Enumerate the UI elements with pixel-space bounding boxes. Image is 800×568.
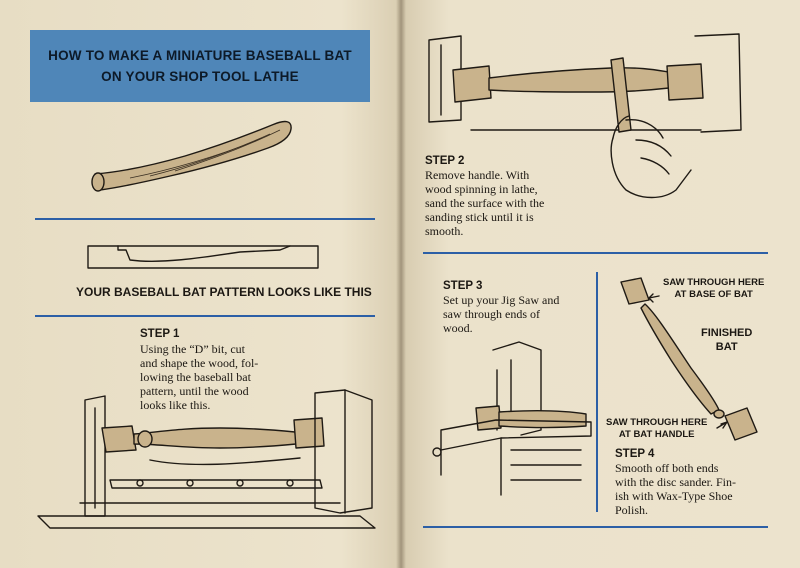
title-line-2: ON YOUR SHOP TOOL LATHE: [101, 69, 299, 84]
jigsaw-illustration: [432, 341, 592, 496]
divider-rule: [35, 315, 375, 317]
lathe-illustration: [37, 389, 376, 529]
saw-label-top: SAW THROUGH HERE AT BASE OF BAT: [663, 277, 765, 300]
pattern-caption: YOUR BASEBALL BAT PATTERN LOOKS LIKE THI…: [76, 285, 372, 299]
step-1-title: STEP 1: [140, 328, 180, 340]
finished-bat-illustration: [620, 277, 758, 441]
divider-rule: [35, 218, 375, 220]
bat-knob: [91, 172, 105, 192]
saw-label-bottom: SAW THROUGH HERE AT BAT HANDLE: [606, 417, 708, 440]
pattern-outline: [87, 245, 319, 269]
bat-illustration: [91, 120, 292, 192]
step-3-text: Set up your Jig Saw and saw through ends…: [443, 293, 560, 335]
step-3-title: STEP 3: [443, 280, 483, 292]
step-4-title: STEP 4: [615, 448, 655, 460]
step-4-text: Smooth off both ends with the disc sande…: [615, 461, 736, 517]
finished-bat-label: FINISHED BAT: [701, 327, 753, 353]
title-line-1: HOW TO MAKE A MINIATURE BASEBALL BAT: [48, 48, 352, 63]
title-banner: HOW TO MAKE A MINIATURE BASEBALL BAT ON …: [30, 30, 370, 102]
divider-rule: [423, 526, 768, 528]
step-2-text: Remove handle. With wood spinning in lat…: [425, 168, 545, 238]
step-1-text: Using the “D” bit, cut and shape the woo…: [140, 342, 259, 412]
book-gutter: [396, 0, 406, 568]
vertical-divider: [596, 272, 598, 512]
left-page: HOW TO MAKE A MINIATURE BASEBALL BAT ON …: [0, 0, 401, 568]
step-2-title: STEP 2: [425, 155, 465, 167]
divider-rule: [423, 252, 768, 254]
right-page: STEP 2 Remove handle. With wood spinning…: [401, 0, 800, 568]
sanding-hand-illustration: [428, 33, 742, 199]
